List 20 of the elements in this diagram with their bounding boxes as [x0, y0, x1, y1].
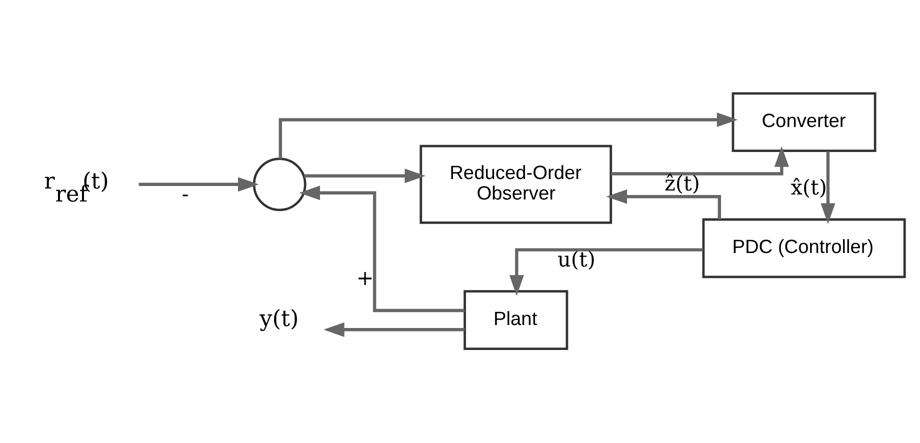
edge-label: ẑ(t): [664, 171, 700, 196]
node-box: PDC (Controller): [702, 218, 906, 278]
node-box: Converter: [732, 92, 876, 152]
arrow: [820, 151, 836, 224]
arrow: [611, 146, 789, 176]
node-text: y(t): [260, 306, 299, 332]
arrow: [278, 112, 738, 159]
arrow: [324, 322, 465, 337]
arrow: [299, 186, 464, 312]
node-circle: [252, 158, 306, 212]
edge-label: u(t): [558, 247, 596, 272]
node-box: Reduced-Order Observer: [420, 144, 612, 224]
node-box: Plant: [464, 290, 568, 350]
edge-label: +: [356, 266, 374, 290]
arrow: [304, 168, 426, 184]
arrow: [138, 177, 259, 192]
arrow: [509, 248, 704, 296]
edge-label: x̂(t): [790, 176, 827, 200]
edge-label: -: [182, 182, 189, 206]
arrow: [606, 189, 722, 220]
